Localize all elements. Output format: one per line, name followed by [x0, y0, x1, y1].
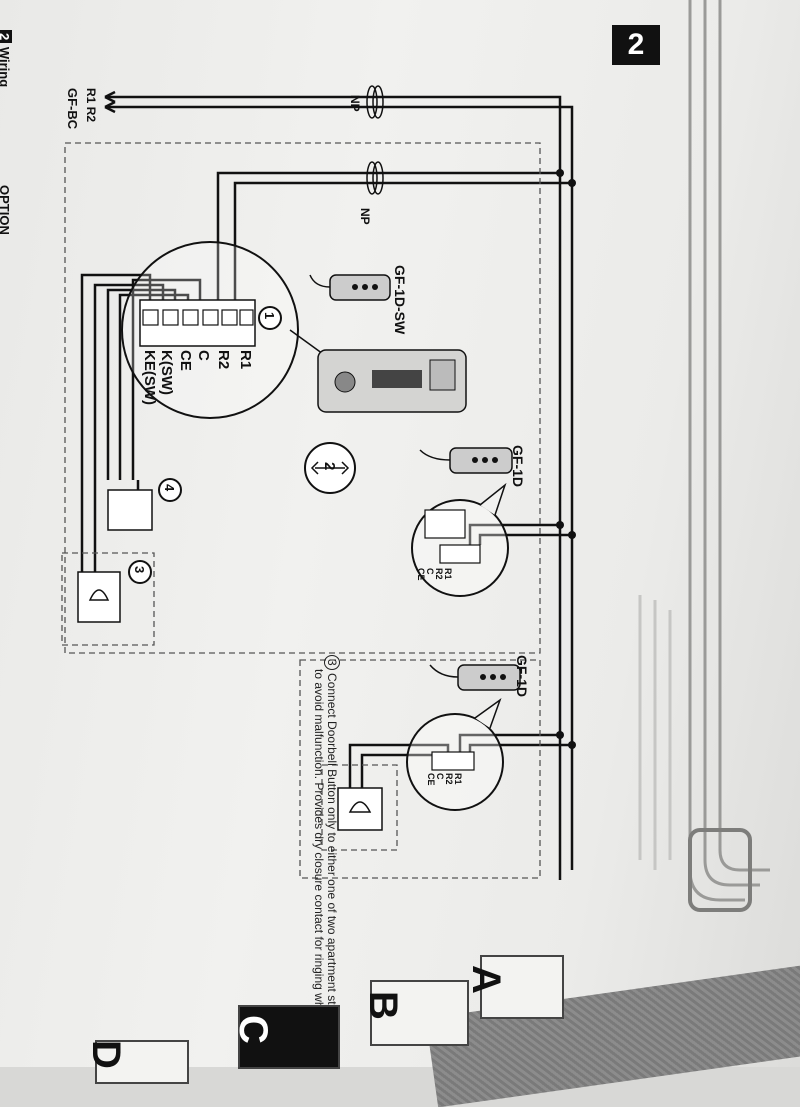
gf1d-a-model-label: GF-1D [510, 445, 526, 487]
gf1d-a-handset [449, 447, 513, 474]
tab-d[interactable]: D [84, 1040, 189, 1084]
arrow-r2 [104, 100, 116, 114]
doorbell-note: 3 Connect Doorbell Button only to either… [312, 655, 340, 1037]
callout-1: 1 [262, 312, 277, 320]
note-line-2: to avoid malfunction. Provides dry closu… [312, 669, 326, 1021]
option-heading: OPTION [0, 185, 12, 235]
gf1d-b-terminal-r2: R2 [444, 773, 454, 785]
gf1d-b-terminal-r1: R1 [453, 773, 463, 785]
gf1d-a-terminals: R1 R2 C CE [416, 568, 453, 581]
sw-terminal-ce: CE [177, 350, 194, 371]
wire-branch-1d-b-r2 [468, 743, 572, 752]
gf1d-a-terminal-r1: R1 [443, 568, 453, 580]
gf1d-b-model-label: GF-1D [514, 655, 530, 697]
apartment-b-boundary [299, 659, 541, 879]
master-terminal-r1: R1 [84, 88, 98, 104]
callout-3: 3 [132, 566, 147, 574]
wire-branch-1d-r2 [478, 533, 572, 545]
sw-terminal-ke: KE(SW) [141, 350, 158, 405]
doorbell-a-boundary [61, 552, 155, 646]
callout-4: 4 [162, 484, 177, 492]
tab-a-label: A [463, 964, 508, 994]
tab-c[interactable]: C [231, 1005, 340, 1069]
gf1d-a-terminal-r2: R2 [434, 568, 444, 580]
wire-branch-1d-b-r1 [458, 733, 560, 752]
section-number: 2 [0, 30, 12, 44]
gf1d-b-terminals: R1 R2 C CE [426, 773, 463, 786]
wire-branch-sw-r2 [233, 181, 572, 300]
wiring-diagram [61, 0, 770, 912]
sw-terminal-labels: R1 [237, 350, 254, 370]
gf1d-b-handset [457, 664, 521, 691]
wire-r1-trunk [105, 95, 562, 870]
doorbell-button-b-icon [337, 787, 383, 831]
wire-branch-1d-r1 [468, 523, 560, 545]
manual-page [0, 0, 800, 1067]
wire-branch-sw-r1 [216, 171, 560, 300]
step-number-badge: 2 [612, 25, 660, 65]
gf1d-b-terminal-ce: CE [426, 773, 436, 786]
note-number: 3 [324, 655, 340, 670]
sw-terminal-c: C [195, 350, 212, 361]
tab-c-label: C [230, 1014, 275, 1044]
np-label-2: NP [358, 208, 372, 225]
gf1dsw-handset [329, 274, 391, 301]
tab-a[interactable]: A [464, 955, 564, 1019]
master-terminal-r2: R2 [84, 106, 98, 123]
sw-terminal-r1: R1 [237, 350, 254, 370]
gf1dsw-model-label: GF-1D-SW [392, 265, 408, 335]
gf1d-a-terminal-ce: CE [416, 568, 426, 581]
doorbell-button-a-icon [77, 571, 121, 623]
section-title: Wiring [0, 46, 12, 88]
gf1d-a-terminal-c: C [425, 568, 435, 575]
tab-b-label: B [361, 990, 406, 1020]
wire-r2-trunk [105, 105, 574, 870]
tab-b[interactable]: B [361, 980, 469, 1046]
tab-d-label: D [83, 1039, 128, 1069]
section-heading: 2 Wiring [0, 30, 12, 87]
master-model-label: GF-BC [65, 88, 80, 130]
wire-k-sw [80, 273, 152, 590]
apartment-a-boundary [64, 142, 541, 654]
gf1d-b-terminal-c: C [435, 773, 445, 780]
note-line-1: Connect Doorbell Button only to either o… [325, 673, 339, 1037]
np-label-1: NP [348, 95, 362, 112]
master-terminals: R1 R2 [84, 88, 98, 122]
sw-terminal-k: K(SW) [158, 350, 175, 395]
arrow-r1 [104, 90, 116, 104]
sw-terminal-r2: R2 [215, 350, 232, 370]
option-device-box [107, 489, 153, 531]
callout-2: 2 [321, 462, 338, 471]
